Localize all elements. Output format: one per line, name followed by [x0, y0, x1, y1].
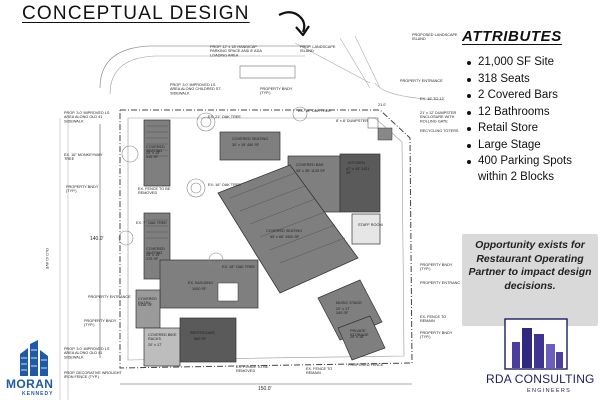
plan-label-covered-bike-size: 20' x 17'	[148, 343, 162, 347]
plan-label-covered-seating-top-size: 30' x 15' 450 SF	[232, 143, 260, 147]
plan-label-ex-building-size: 1000 SF	[192, 287, 207, 291]
plan-label-property-bndy-left2: PROPERTY BNDY(TYP.)	[84, 319, 117, 327]
plan-label-music-stage-size: 20' x 17'340 SF	[336, 307, 350, 315]
plan-label-private-storage-size: 20' x 16'	[350, 335, 364, 339]
attribute-item: Retail Store	[466, 121, 596, 137]
moran-kennedy-logo-icon	[20, 340, 48, 376]
attribute-item: 12 Bathrooms	[466, 105, 596, 121]
plan-label-property-bndy-right2: PROPERTY BNDY(TYP.)	[420, 331, 453, 339]
bullet-icon	[467, 160, 471, 164]
attribute-text: 400 Parking Spots within 2 Blocks	[478, 155, 572, 183]
plan-label-property-bndy-right: PROPERTY BNDY(TYP.)	[420, 263, 453, 271]
page-title: CONCEPTUAL DESIGN	[22, 3, 250, 24]
plan-label-staff-room: STAFF ROOM	[358, 223, 383, 227]
opportunity-callout: Opportunity exists for Restaurant Operat…	[462, 234, 598, 326]
plan-label-covered-seating-left1-size: 25' x 15'315 SF	[146, 151, 160, 159]
attributes-list: 21,000 SF Site 318 Seats 2 Covered Bars …	[466, 55, 596, 186]
attribute-text: 2 Covered Bars	[478, 89, 558, 101]
plan-label-ex-building: EX. BUILDING	[188, 281, 213, 285]
plan-label-kitchen: KITCHEN	[348, 161, 365, 165]
plan-label-dumpster: 8' x 8' DUMPSTER	[336, 119, 368, 123]
attribute-item: 400 Parking Spots within 2 Blocks	[466, 154, 596, 185]
moran-logo-sub: KENNEDY	[22, 391, 54, 397]
attribute-text: 12 Bathrooms	[478, 105, 550, 118]
plan-label-recycling: RECYCLING TOTERS	[420, 129, 459, 133]
plan-label-fence-top-right: EX. 10' TO 12'	[420, 97, 445, 101]
plan-label-property-entrance-left: PROPERTY ENTRANCE	[88, 295, 131, 299]
plan-label-covered-seating-main-size: 50' x 65' 1900 SF	[270, 235, 300, 239]
plan-label-restrooms-size: 660 SF	[194, 337, 207, 341]
attribute-item: 2 Covered Bars	[466, 88, 596, 104]
plan-label-dim-top: 21.0'	[378, 103, 386, 107]
bullet-icon	[467, 77, 471, 82]
plan-label-oak-tree-16: EX. 16" OAK TREE	[208, 183, 241, 187]
plan-label-restrooms: RESTROOMS	[190, 331, 215, 335]
plan-label-oak-tree-7: EX. 7" OAK TREE	[136, 221, 167, 225]
plan-label-oak-tree-18-mid: EX. 18" OAK TREE	[222, 265, 255, 269]
plan-label-property-entrance-top: PROPERTY ENTRANCE	[400, 79, 443, 83]
plan-label-oak-tree-21: EX. 21" OAK TREE	[208, 115, 241, 119]
plan-label-covered-entry-size: ±338 SF	[138, 303, 153, 307]
attributes-heading: ATTRIBUTES	[462, 28, 562, 45]
attribute-text: 318 Seats	[478, 72, 530, 85]
attribute-item: 318 Seats	[466, 72, 596, 88]
rda-consulting-logo-icon	[504, 318, 568, 370]
bullet-icon	[467, 143, 471, 148]
plan-label-proposed-fence: PROPOSED FENCE	[348, 363, 384, 367]
attribute-item: Large Stage	[466, 138, 596, 154]
plan-label-dim-width: 150.0'	[258, 386, 272, 392]
moran-logo-name: MORAN	[6, 377, 54, 391]
plan-label-covered-seating-left2-size: 25' x 15'375 SF	[146, 253, 160, 261]
plan-label-oak-tree-18-top: EX. 18" OAK TREE	[298, 109, 331, 113]
bullet-icon	[467, 110, 471, 115]
attribute-item: 21,000 SF Site	[466, 55, 596, 71]
plan-label-covered-seating-main: COVERED SEATING	[266, 229, 302, 233]
plan-label-property-bndy-top: PROPERTY BNDY(TYP.)	[260, 87, 293, 95]
attribute-text: Large Stage	[478, 138, 541, 151]
rda-logo-sub: ENGINEERS	[527, 388, 572, 394]
plan-label-property-entrance-right: PROPERTY ENTRANCE	[420, 281, 460, 285]
plan-label-covered-bar: COVERED BAR	[296, 163, 324, 167]
bullet-icon	[467, 61, 471, 65]
attribute-text: 21,000 SF Site	[478, 56, 555, 68]
plan-label-music-stage: MUSIC STAGE	[336, 301, 362, 305]
plan-label-property-bndy-left: PROPERTY BNDY(TYP.)	[66, 185, 99, 193]
curved-arrow-icon	[278, 11, 310, 37]
plan-label-covered-seating-top: COVERED SEATING	[232, 137, 268, 141]
plan-label-dim-height: 140.0'	[90, 236, 104, 242]
rda-logo-name: RDA CONSULTING	[486, 372, 595, 386]
attribute-text: Retail Store	[478, 122, 539, 134]
bullet-icon	[467, 94, 471, 98]
plan-label-covered-bar-size: 35' x 35' 1125 SF	[296, 169, 326, 173]
bullet-icon	[467, 127, 471, 131]
plan-label-street-left: OLD 41 AVE	[45, 248, 49, 270]
